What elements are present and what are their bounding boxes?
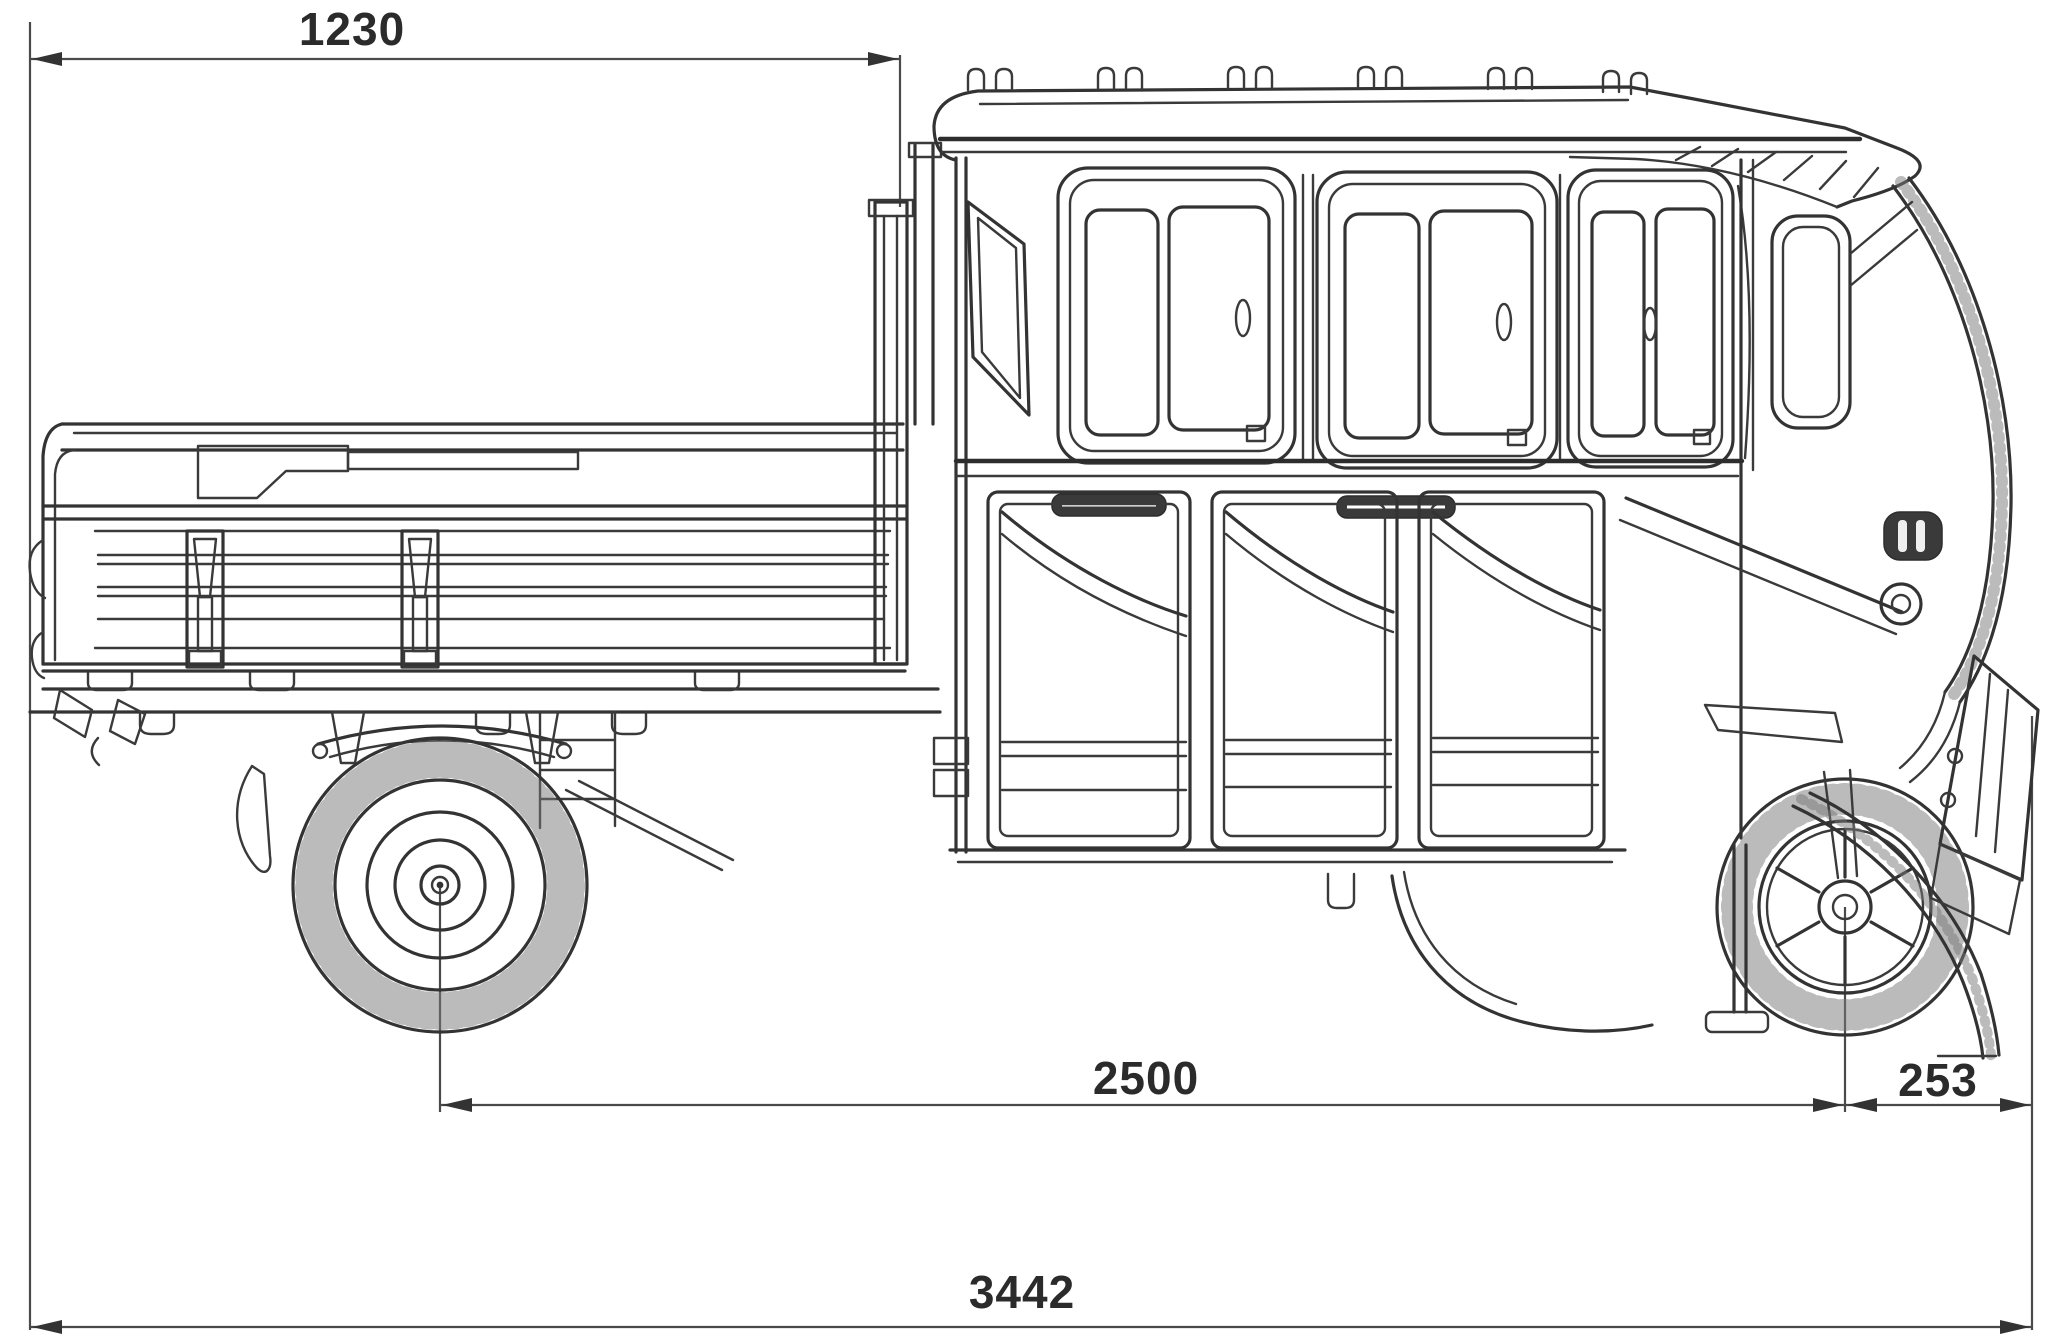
lower-door-panel xyxy=(1210,490,1399,850)
stake-post xyxy=(185,529,225,669)
spring-hanger xyxy=(524,710,560,765)
window-pane-rear xyxy=(1167,205,1271,432)
lower-door-panel xyxy=(986,490,1192,850)
window-latch xyxy=(1495,302,1513,342)
cab-mud-flap xyxy=(1326,872,1356,910)
dim-label-bed-length: 1230 xyxy=(299,3,405,55)
window-pane-rear xyxy=(1654,207,1716,437)
wheel-spokes xyxy=(1775,829,1915,985)
running-board xyxy=(1390,874,1654,1033)
cab-rear-wall xyxy=(954,156,968,854)
windshield-pillar xyxy=(1891,176,2013,784)
dimension-wheelbase: 2500 xyxy=(440,1052,1845,1112)
dimension-overall-length: 3442 xyxy=(30,1266,2032,1334)
window-stop xyxy=(1245,424,1267,443)
window-pillars xyxy=(1301,173,1562,462)
mesh-panel xyxy=(196,444,350,500)
rear-mud-flap xyxy=(235,764,272,873)
arrowhead-left xyxy=(32,52,62,66)
arrowhead-right xyxy=(868,52,898,66)
tail-lamp xyxy=(932,768,970,798)
window-pane-front xyxy=(1590,210,1646,438)
chassis-suspension xyxy=(28,669,942,873)
window-pane-front xyxy=(1343,212,1421,440)
front-door-trim-band xyxy=(1618,496,1904,744)
bed-headboard xyxy=(867,141,943,666)
window-stop xyxy=(1692,428,1712,446)
brake-bracket xyxy=(52,688,94,739)
sun-visor-underside xyxy=(1568,155,1839,209)
cab xyxy=(932,65,1922,1033)
front-end xyxy=(1618,176,2040,1061)
window-latch xyxy=(1234,298,1252,338)
tailgate-hinge xyxy=(28,538,47,600)
lower-door-panel xyxy=(1417,490,1606,850)
spring-hanger xyxy=(330,710,366,765)
mesh-rail xyxy=(346,450,580,471)
front-mudguard-board xyxy=(1929,654,2040,936)
window-pane-front xyxy=(1084,208,1160,437)
dimension-front-overhang: 253 xyxy=(1845,1054,2032,1112)
door-window xyxy=(1566,168,1735,469)
tail-lamp xyxy=(932,736,970,766)
headlamp xyxy=(1879,582,1923,626)
brake-bracket xyxy=(108,698,147,746)
front-stand xyxy=(1704,843,1770,1034)
tire-tread-stipple xyxy=(295,740,585,1030)
stake-post xyxy=(400,529,440,669)
rocker-blade xyxy=(1703,703,1844,744)
window-pane-rear xyxy=(1428,209,1534,436)
dim-label-overall-length: 3442 xyxy=(969,1266,1075,1318)
windshield-hatching xyxy=(1674,145,1880,199)
window-latch xyxy=(1642,306,1658,342)
dim-label-wheelbase: 2500 xyxy=(1093,1052,1199,1104)
frame-step xyxy=(538,710,735,872)
tailgate-hinge xyxy=(30,630,46,680)
cargo-bed xyxy=(28,141,943,680)
wheel-center-mark xyxy=(436,881,444,889)
rear-quarter-window xyxy=(966,200,1031,417)
dimension-bed-length: 1230 xyxy=(30,3,900,66)
roof xyxy=(932,85,1922,209)
dim-label-front-overhang: 253 xyxy=(1898,1054,1978,1106)
rear-wheel xyxy=(291,736,589,1034)
crew-window-2 xyxy=(1315,170,1559,470)
window-stop xyxy=(1506,428,1528,447)
roof-clips xyxy=(966,65,1649,96)
side-mirror xyxy=(1770,200,1919,430)
crew-window-1 xyxy=(1056,166,1297,465)
front-fender xyxy=(1791,791,2001,1061)
mirror-arm xyxy=(1848,200,1919,288)
front-door-handle xyxy=(1883,511,1943,561)
